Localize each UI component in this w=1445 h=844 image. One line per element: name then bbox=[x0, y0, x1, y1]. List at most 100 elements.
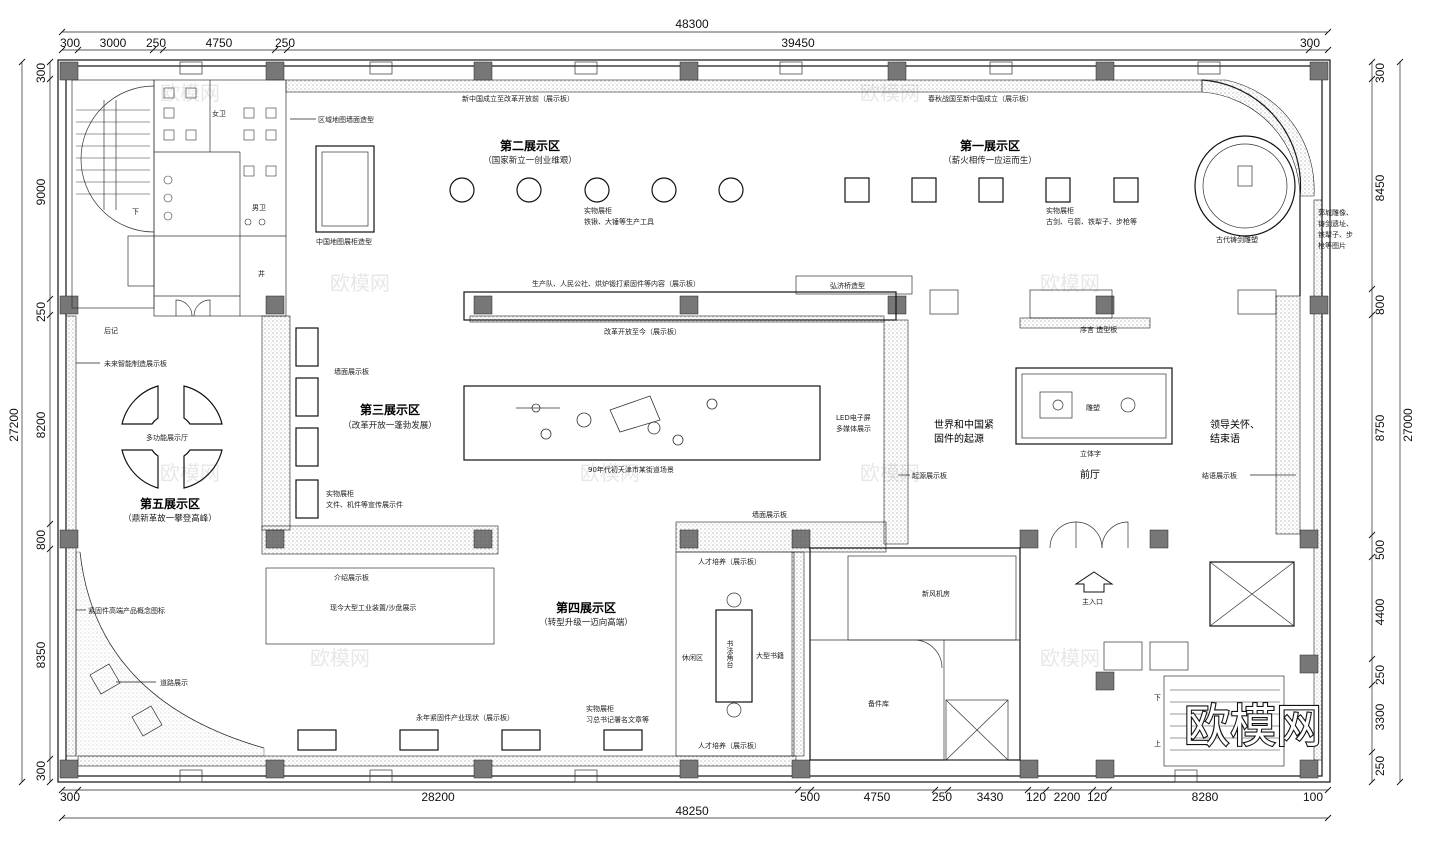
label-exhibit-cabinet: 实物展柜 bbox=[1046, 206, 1074, 215]
label-intro-board: 介绍展示板 bbox=[334, 573, 369, 582]
label-calligraphy-table: 书法角台 bbox=[726, 639, 734, 669]
lobby-area: 序言 造型板 雕塑 立体字 前厅 世界和中国紧 固件的起源 领导关怀、 结束语 … bbox=[898, 289, 1301, 535]
label-pictures-line2: 铸剑遗址、 bbox=[1318, 219, 1353, 228]
zone-3: 墙面展示板 第三展示区 （改革开放一蓬勃发展） 实物展柜 文件、机件等宣传展示件… bbox=[261, 315, 871, 555]
label-ventilation-room: 新风机房 bbox=[922, 589, 950, 598]
label-sculpture: 雕塑 bbox=[1086, 403, 1100, 412]
dim-right-total: 27000 bbox=[1401, 408, 1415, 442]
label-board-ancient-1949: 春秋战国至新中国成立（展示板） bbox=[928, 94, 1033, 103]
left-dim-ticks bbox=[46, 58, 54, 786]
mens-restroom-label: 男卫 bbox=[252, 204, 266, 212]
dim-top-seg: 3000 bbox=[100, 36, 127, 50]
dim-right-seg: 250 bbox=[1373, 756, 1387, 776]
stair-down-label: 下 bbox=[132, 208, 139, 216]
label-high-end-products: 紧固件高端产品概念图标 bbox=[88, 606, 165, 615]
watermark: 欧模网 bbox=[1040, 646, 1100, 670]
stair-top-left: 下 bbox=[71, 79, 155, 309]
top-dim-ticks bbox=[58, 46, 1332, 54]
label-xi-articles: 习总书记署名文章等 bbox=[586, 715, 649, 724]
watermark: 欧模网 bbox=[580, 461, 640, 485]
label-1990s-street-scene: 90年代初天津市某街道场景 bbox=[588, 465, 674, 474]
dim-right-seg: 3300 bbox=[1373, 703, 1387, 730]
windows bbox=[179, 61, 1221, 783]
label-leaders-line2: 结束语 bbox=[1210, 432, 1240, 445]
dim-top-seg: 250 bbox=[146, 36, 166, 50]
zone-3-subtitle: （改革开放一蓬勃发展） bbox=[343, 420, 437, 431]
site-logo: 欧模网 bbox=[1184, 699, 1322, 753]
dim-left-seg: 800 bbox=[34, 530, 48, 550]
label-origin-board: 起源展示板 bbox=[912, 471, 947, 480]
label-exhibit-cabinet: 实物展柜 bbox=[326, 489, 354, 498]
zone-3-title: 第三展示区 bbox=[360, 402, 420, 417]
dim-bottom-seg: 2200 bbox=[1054, 790, 1081, 804]
dim-left-seg: 8350 bbox=[34, 641, 48, 668]
dim-bottom-seg: 120 bbox=[1026, 790, 1046, 804]
label-ancient-sword-sculpture: 古代铸剑雕塑 bbox=[1216, 235, 1258, 244]
label-talent-board-top: 人才培养（展示板） bbox=[698, 557, 761, 566]
label-documents: 文件、机件等宣传展示件 bbox=[326, 500, 403, 509]
dim-bottom-seg: 120 bbox=[1087, 790, 1107, 804]
label-multimedia: 多媒体展示 bbox=[836, 424, 871, 433]
dim-right-seg: 250 bbox=[1373, 665, 1387, 685]
zone-1-title: 第一展示区 bbox=[960, 138, 1020, 153]
womens-restroom-label: 女卫 bbox=[212, 109, 226, 118]
dim-left-seg: 250 bbox=[34, 302, 48, 322]
dim-top-seg: 250 bbox=[275, 36, 295, 50]
dim-top-seg: 39450 bbox=[781, 36, 815, 50]
dim-bottom-seg: 28200 bbox=[421, 790, 455, 804]
watermark: 欧模网 bbox=[1040, 271, 1100, 295]
dim-bottom-seg: 100 bbox=[1303, 790, 1323, 804]
zone-4-subtitle: （转型升级一迈向高端） bbox=[539, 617, 633, 628]
service-rooms: 新风机房 备件库 bbox=[809, 547, 1021, 761]
dim-left-seg: 300 bbox=[34, 63, 48, 83]
watermark: 欧模网 bbox=[310, 646, 370, 670]
dim-left-seg: 8200 bbox=[34, 411, 48, 438]
main-entrance: 主入口 bbox=[1049, 521, 1295, 671]
watermarks: 欧模网 欧模网 欧模网 欧模网 欧模网 欧模网 欧模网 欧模网 欧模网 bbox=[160, 81, 1100, 670]
label-future-board: 未来智能制造展示板 bbox=[104, 359, 167, 368]
watermark: 欧模网 bbox=[330, 271, 390, 295]
dimension-lines: 48300 300 3000 250 4750 250 39450 300 30… bbox=[7, 17, 1415, 822]
zone-5: 后记 未来智能制造展示板 多功能展示厅 第五展示区 （鼎新革故一攀登高峰） 紧固… bbox=[75, 326, 265, 757]
dim-top-seg: 300 bbox=[1300, 36, 1320, 50]
label-road-display: 道路展示 bbox=[160, 678, 188, 687]
zone-5-subtitle: （鼎新革故一攀登高峰） bbox=[123, 513, 217, 524]
label-storage: 备件库 bbox=[868, 699, 889, 708]
label-commune-board: 生产队、人民公社、烘炉锻打紧固件等内容（展示板） bbox=[532, 279, 700, 288]
label-large-books: 大型书籍 bbox=[756, 651, 784, 660]
label-epilogue: 后记 bbox=[104, 326, 118, 335]
label-pictures-line3: 铁犁子、步 bbox=[1318, 230, 1353, 239]
dim-right-seg: 800 bbox=[1373, 295, 1387, 315]
dim-top-seg: 4750 bbox=[206, 36, 233, 50]
label-production-tools: 铁锹、大锤等生产工具 bbox=[584, 217, 654, 226]
label-origin-line2: 固件的起源 bbox=[934, 432, 984, 445]
stair-up-label: 上 bbox=[1154, 739, 1161, 748]
label-led-screen: LED电子屏 bbox=[836, 413, 871, 422]
label-ancient-weapons: 古剑、弓箭、铁犁子、步枪等 bbox=[1046, 217, 1137, 226]
outer-walls bbox=[57, 59, 1331, 783]
zone-4-title: 第四展示区 bbox=[556, 600, 616, 615]
zone-1-subtitle: （薪火相传一应运而生） bbox=[943, 155, 1037, 166]
zone-5-title: 第五展示区 bbox=[140, 496, 200, 511]
dim-bottom-total: 48250 bbox=[675, 804, 709, 818]
sword-sculpture: 古代铸剑雕塑 郭城雕像、 铸剑遗址、 铁犁子、步 枪等图片 bbox=[1194, 79, 1353, 296]
zone-2-title: 第二展示区 bbox=[500, 138, 560, 153]
dim-bottom-seg: 250 bbox=[932, 790, 952, 804]
label-multipurpose-hall: 多功能展示厅 bbox=[146, 433, 188, 442]
label-wall-board: 墙面展示板 bbox=[752, 510, 787, 519]
dim-left-seg: 9000 bbox=[34, 178, 48, 205]
dim-top-total: 48300 bbox=[675, 17, 709, 31]
label-china-map-cabinet: 中国地图展柜造型 bbox=[316, 237, 372, 246]
dim-bottom-seg: 500 bbox=[800, 790, 820, 804]
label-hongji-bridge: 弘济桥造型 bbox=[830, 281, 865, 290]
label-closing-board: 结语展示板 bbox=[1202, 471, 1237, 480]
dim-left-total: 27200 bbox=[7, 408, 21, 442]
dim-bottom-seg: 8280 bbox=[1192, 790, 1219, 804]
label-exhibit-cabinet: 实物展柜 bbox=[584, 206, 612, 215]
label-board-1949-1978: 新中国成立至改革开放前（展示板） bbox=[462, 94, 574, 103]
china-map-cabinet: 中国地图展柜造型 bbox=[315, 145, 375, 246]
label-preface-board: 序言 造型板 bbox=[1080, 325, 1117, 334]
label-reform-board: 改革开放至今（展示板） bbox=[604, 327, 681, 336]
zone-2: 第二展示区 （国家新立一创业维艰） 实物展柜 铁锹、大锤等生产工具 bbox=[449, 138, 744, 226]
